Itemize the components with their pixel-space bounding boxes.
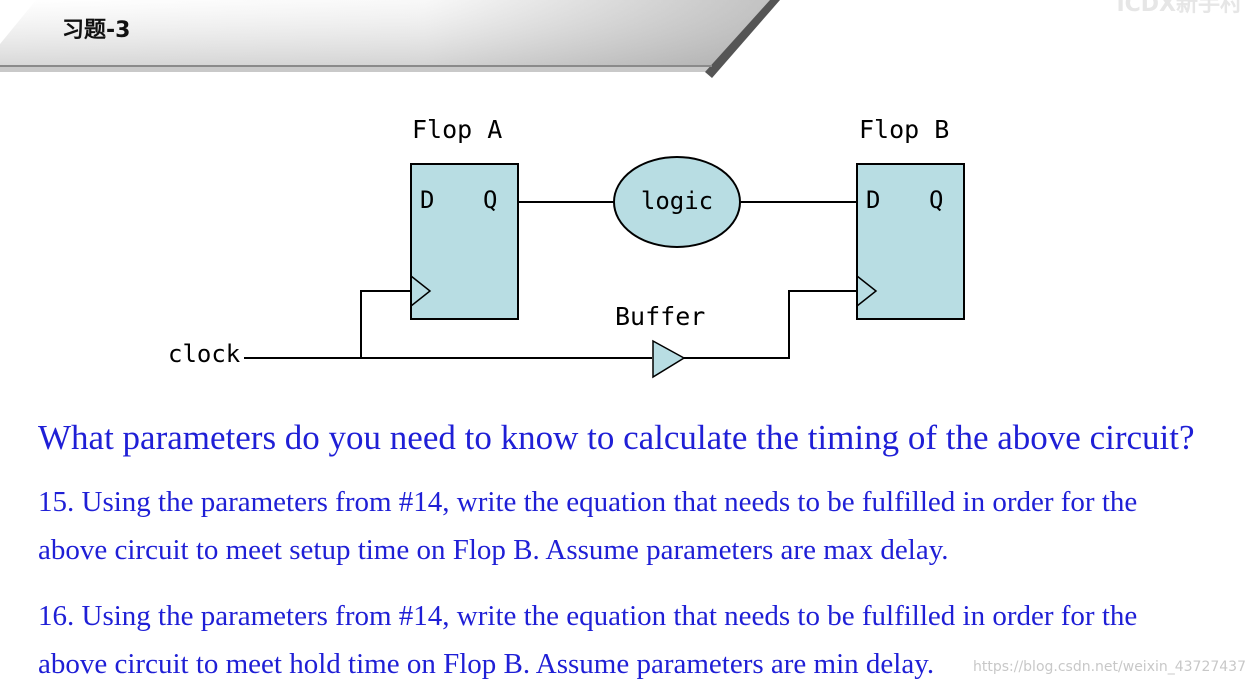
question-item-16: 16. Using the parameters from #14, write… [38,592,1238,688]
flop-b-d-label: D [866,186,880,214]
flop-b-title: Flop B [859,115,949,144]
corner-logo: ICDX新手村 [1116,0,1242,17]
wires [244,201,857,359]
watermark-url: https://blog.csdn.net/weixin_43727437 [972,659,1246,675]
item-15-line-2: above circuit to meet setup time on Flop… [38,534,949,566]
item-15-line-1: 15. Using the parameters from #14, write… [38,486,1138,518]
question-heading: What parameters do you need to know to c… [38,418,1195,457]
buffer-label: Buffer [615,302,705,331]
flop-a-box [410,163,519,320]
logic-label: logic [641,187,713,215]
clock-label: clock [168,340,241,368]
flop-a-clock-triangle [410,275,432,307]
item-16-line-2: above circuit to meet hold time on Flop … [38,648,935,680]
flop-a-d-label: D [420,186,434,214]
flop-b-clock-triangle [856,275,878,307]
page-title: 习题-3 [62,18,131,43]
logic-ellipse [613,156,741,248]
question-item-15: 15. Using the parameters from #14, write… [38,478,1238,574]
flop-a-q-label: Q [483,186,497,214]
flop-b-q-label: Q [929,186,943,214]
buffer-triangle [652,339,686,379]
circuit-diagram: Flop A D Q Flop B D Q logic Buffer clock [168,115,965,379]
wire-clock-to-flopa [360,290,411,358]
wire-buffer-to-flopb [684,290,857,359]
item-16-line-1: 16. Using the parameters from #14, write… [38,600,1138,632]
flop-b-box [856,163,965,320]
flop-a-title: Flop A [412,115,502,144]
title-banner [0,0,780,78]
